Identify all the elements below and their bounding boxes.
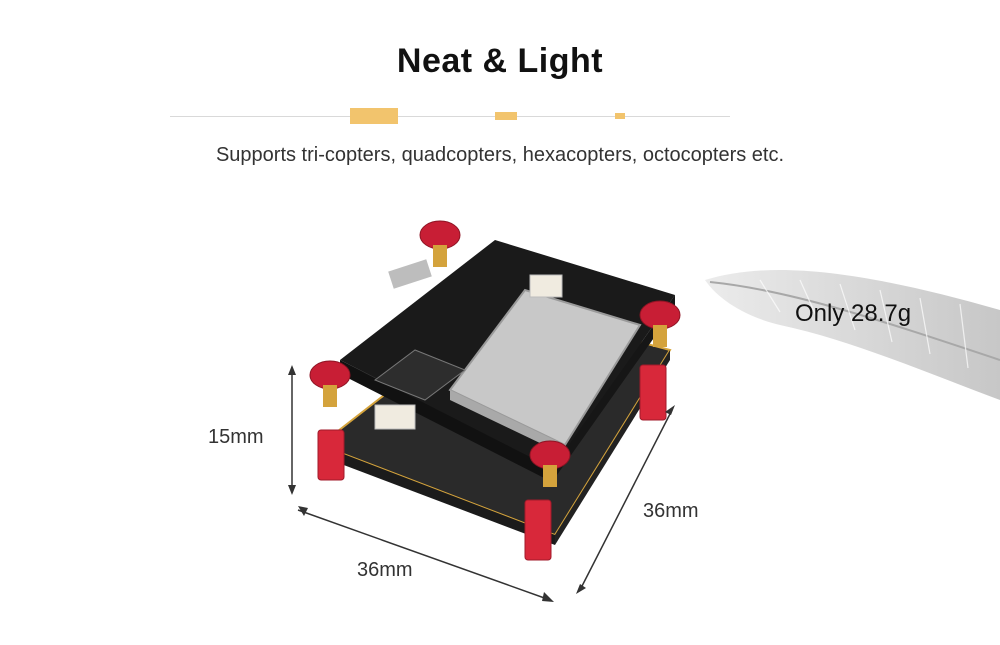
feature-subtitle: Supports tri-copters, quadcopters, hexac… (215, 144, 785, 166)
height-dimension-label: 15mm (208, 426, 264, 448)
depth-dimension-label: 36mm (643, 500, 699, 522)
divider-accent-1 (350, 108, 398, 124)
weight-label: Only 28.7g (795, 300, 912, 327)
page-title: Neat & Light (396, 42, 604, 80)
feather-icon (705, 270, 1000, 400)
divider-accent-3 (615, 113, 625, 119)
title-divider (170, 116, 730, 117)
flight-controller-stack-icon (288, 220, 681, 602)
width-dimension-label: 36mm (357, 559, 413, 581)
divider-accent-2 (495, 112, 517, 120)
